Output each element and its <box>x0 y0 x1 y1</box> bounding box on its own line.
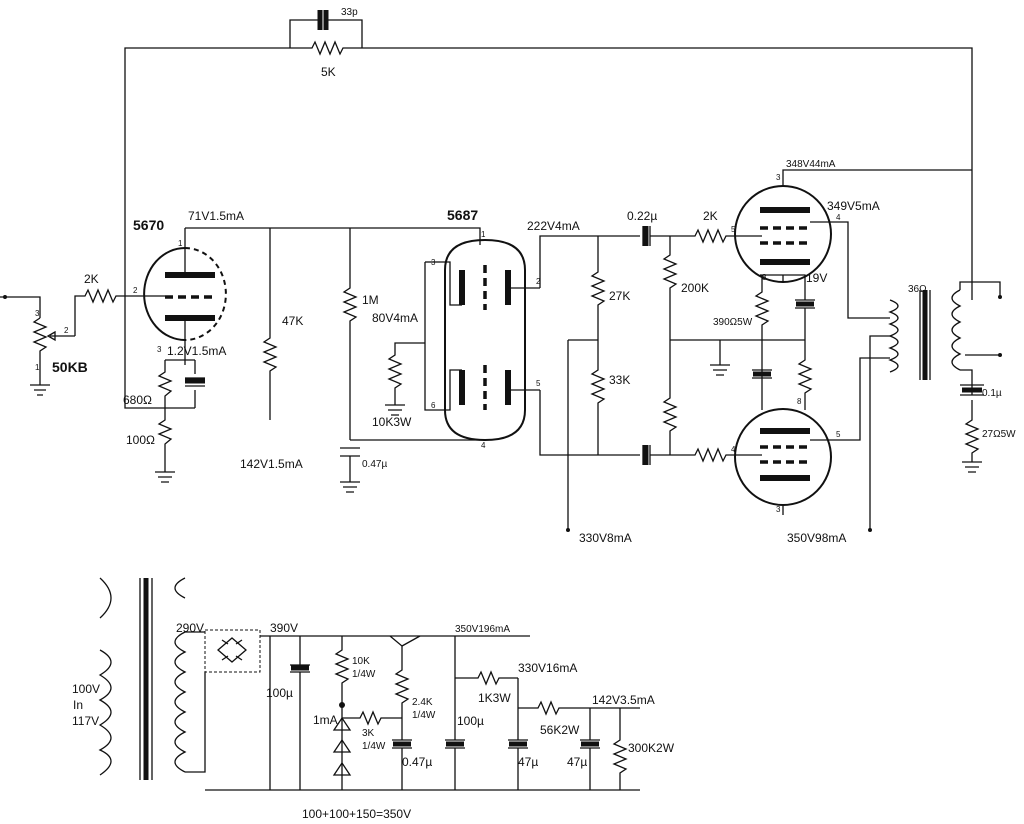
pi-rtop-label: 27K <box>609 289 630 303</box>
input-network <box>0 288 145 396</box>
v1-plate-volt: 71V1.5mA <box>188 209 244 223</box>
bias-volt-label: 19V <box>806 271 827 285</box>
grid-bias-network <box>385 261 440 416</box>
output-tube-bottom <box>734 357 890 515</box>
psu-zener-sum: 100+100+150=350V <box>302 807 411 821</box>
psu-cap4: 47µ <box>518 755 538 769</box>
pot-pin-1: 1 <box>35 363 40 372</box>
output-coupling <box>642 226 805 465</box>
v1-cathode-network <box>124 300 205 483</box>
v2-pin-5: 5 <box>536 379 541 388</box>
grid-cap-label: 0.47µ <box>362 459 387 470</box>
psu-out2: 330V16mA <box>518 661 577 675</box>
v1-rk2-label: 100Ω <box>126 433 155 447</box>
bot-pin-4: 4 <box>731 445 736 454</box>
top-pin-8: 8 <box>762 273 767 282</box>
pot-pin-2: 2 <box>64 326 69 335</box>
psu-filter <box>205 635 640 791</box>
pi-bplus-label: 330V8mA <box>579 531 632 545</box>
pi-rbot-label: 33K <box>609 373 630 387</box>
grid-r2-label: 10K3W <box>372 415 412 429</box>
psu-r1w: 1/4W <box>352 669 376 680</box>
ot-imp-label: 36Ω <box>908 284 927 295</box>
input-series-label: 2K <box>84 272 99 286</box>
pi-plate-volt: 222V4mA <box>527 219 580 233</box>
bot-pin-5: 5 <box>836 430 841 439</box>
v1-pin-3: 3 <box>157 345 162 354</box>
v1-type-label: 5670 <box>133 217 164 233</box>
psu-izener: 1mA <box>313 713 338 727</box>
input-pot-label: 50KB <box>52 359 88 375</box>
top-screen-volt: 349V5mA <box>827 199 880 213</box>
psu-primary-1: 100V <box>72 682 100 696</box>
v2-pin-2: 2 <box>536 277 541 286</box>
feedback-res-label: 5K <box>321 65 336 79</box>
psu-primary-3: 117V <box>72 714 99 728</box>
grid-r1-label: 1M <box>362 293 379 307</box>
psu-r3w: 1/4W <box>412 710 436 721</box>
v1-pin-1: 1 <box>178 239 183 248</box>
feedback-network <box>124 10 973 300</box>
v2-pin-3: 3 <box>431 258 436 267</box>
output-transformer <box>868 281 1002 532</box>
psu-cap1: 100µ <box>266 686 293 700</box>
psu-r4: 1K3W <box>478 691 511 705</box>
v1-tube <box>143 228 227 365</box>
v1-bplus-label: 142V1.5mA <box>240 457 303 471</box>
psu-r2: 3K <box>362 728 375 739</box>
psu-rect-volt: 390V <box>270 621 298 635</box>
pot-pin-3: 3 <box>35 309 40 318</box>
psu-cap2: 0.47µ <box>402 755 432 769</box>
v2-pin-6: 6 <box>431 401 436 410</box>
psu-sec-volt: 290V <box>176 621 204 635</box>
output-cathode-network <box>752 275 815 410</box>
psu-r6: 300K2W <box>628 741 675 755</box>
feedback-cap-label: 33p <box>341 7 358 18</box>
psu-r2w: 1/4W <box>362 741 386 752</box>
rectifier-bridge <box>204 629 390 673</box>
coupling-cap-label: 0.22µ <box>627 209 657 223</box>
top-pin-3: 3 <box>776 173 781 182</box>
output-tube-top <box>734 169 972 319</box>
psu-primary-2: In <box>73 698 83 712</box>
psu-r5: 56K2W <box>540 723 580 737</box>
psu-r1: 10K <box>352 656 370 667</box>
zobel-c-label: 0.1µ <box>982 388 1002 399</box>
grid-volt-label: 80V4mA <box>372 311 418 325</box>
top-pin-5: 5 <box>731 225 736 234</box>
v1-rload-label: 47K <box>282 314 303 328</box>
psu-out3: 142V3.5mA <box>592 693 655 707</box>
power-transformer <box>98 577 206 780</box>
v1-rk-label: 680Ω <box>123 393 152 407</box>
pi-load-network <box>539 235 640 532</box>
zobel-r-label: 27Ω5W <box>982 429 1016 440</box>
v2-pin-1: 1 <box>481 230 486 239</box>
psu-out1: 350V196mA <box>455 624 510 635</box>
psu-r3: 2.4K <box>412 697 433 708</box>
grid-leak-label: 200K <box>681 281 709 295</box>
psu-cap3: 100µ <box>457 714 484 728</box>
top-pin-4: 4 <box>836 213 841 222</box>
bot-pin-3: 3 <box>776 505 781 514</box>
v1-plate-rail <box>185 227 481 493</box>
v1-cathode-volt: 1.2V1.5mA <box>167 344 226 358</box>
v2-pin-4: 4 <box>481 441 486 450</box>
grid-r-label: 2K <box>703 209 718 223</box>
out-rk-label: 390Ω5W <box>713 317 753 328</box>
v2-type-label: 5687 <box>447 207 478 223</box>
bot-pin-8: 8 <box>797 397 802 406</box>
psu-cap5: 47µ <box>567 755 587 769</box>
v1-pin-2: 2 <box>133 286 138 295</box>
top-plate-volt: 348V44mA <box>786 159 836 170</box>
out-bplus-label: 350V98mA <box>787 531 846 545</box>
v2-tube <box>440 238 540 442</box>
